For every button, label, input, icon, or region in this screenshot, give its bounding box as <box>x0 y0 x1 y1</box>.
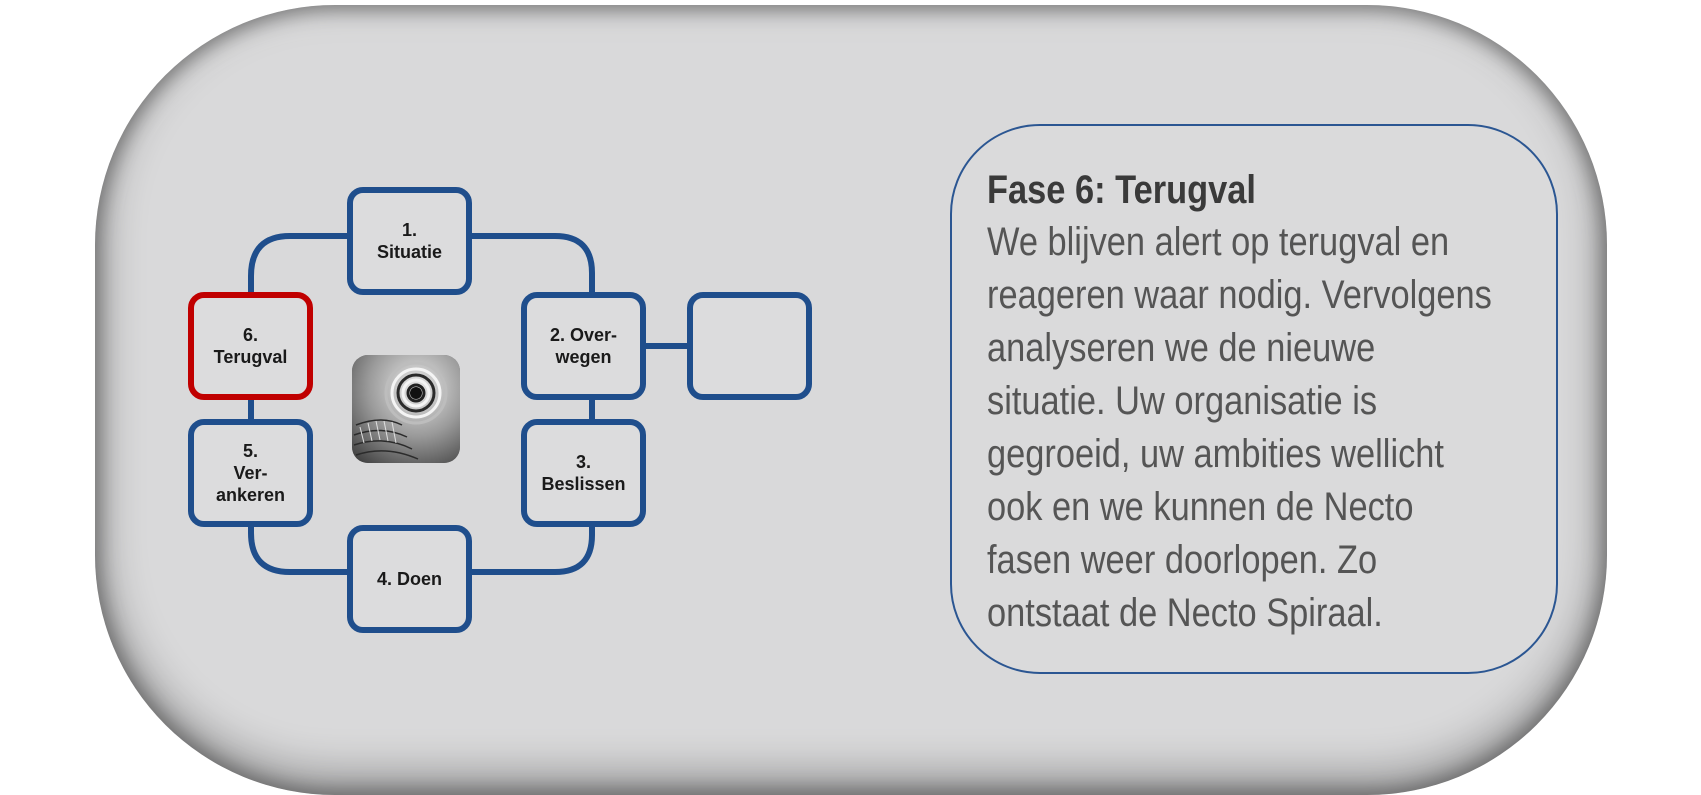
description-line: ontstaat de Necto Spiraal. <box>987 591 1383 635</box>
phase-4-doen[interactable]: 4. Doen <box>347 525 472 633</box>
description-line: situatie. Uw organisatie is <box>987 379 1378 423</box>
phase-6-terugval[interactable]: 6. Terugval <box>188 292 313 400</box>
spiral-staircase-icon <box>352 355 460 463</box>
phase-3-beslissen[interactable]: 3. Beslissen <box>521 419 646 527</box>
phase-2-overwegen[interactable]: 2. Over- wegen <box>521 292 646 400</box>
phase-5-verankeren[interactable]: 5. Ver- ankeren <box>188 419 313 527</box>
spiral-staircase-image <box>352 355 460 463</box>
empty-phase-box[interactable] <box>687 292 812 400</box>
description-line: reageren waar nodig. Vervolgens <box>987 273 1492 317</box>
description-line: gegroeid, uw ambities wellicht <box>987 432 1444 476</box>
description-line: We blijven alert op terugval en <box>987 220 1450 264</box>
description-line: analyseren we de nieuwe <box>987 326 1376 370</box>
description-line: fasen weer doorlopen. Zo <box>987 538 1378 582</box>
description-line: ook en we kunnen de Necto <box>987 485 1414 529</box>
description-box: Fase 6: Terugval We blijven alert op ter… <box>950 124 1558 674</box>
phase-1-situatie[interactable]: 1. Situatie <box>347 187 472 295</box>
description-title: Fase 6: Terugval <box>987 168 1256 212</box>
